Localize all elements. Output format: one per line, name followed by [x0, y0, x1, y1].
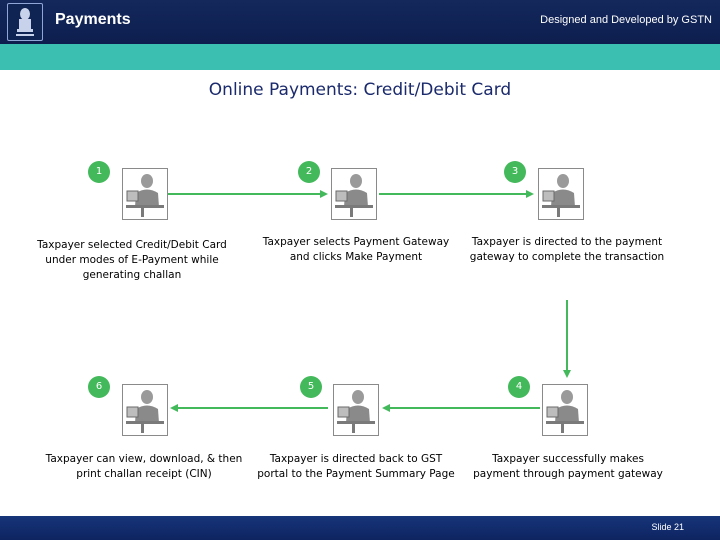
step-1-badge: 1	[88, 161, 110, 183]
step-5-workstation-icon	[333, 384, 379, 436]
step-4-workstation-icon	[542, 384, 588, 436]
step-2-badge: 2	[298, 161, 320, 183]
step-6-caption: Taxpayer can view, download, & then prin…	[45, 453, 243, 480]
accent-band	[0, 44, 720, 70]
header-title: Payments	[55, 11, 131, 28]
footer-bar: Slide 21	[0, 516, 720, 540]
step-6-workstation-icon	[122, 384, 168, 436]
step-2-workstation-icon	[331, 168, 377, 220]
header-credit: Designed and Developed by GSTN	[540, 14, 712, 26]
step-3-caption: Taxpayer is directed to the payment gate…	[469, 236, 665, 263]
national-emblem-icon	[7, 3, 43, 41]
page-title: Online Payments: Credit/Debit Card	[208, 80, 512, 100]
step-3-badge: 3	[504, 161, 526, 183]
step-5-caption: Taxpayer is directed back to GST portal …	[257, 453, 455, 480]
step-4-caption: Taxpayer successfully makes payment thro…	[473, 453, 663, 480]
step-1-workstation-icon	[122, 168, 168, 220]
step-3-workstation-icon	[538, 168, 584, 220]
step-2-caption: Taxpayer selects Payment Gateway and cli…	[262, 236, 450, 263]
step-4-badge: 4	[508, 376, 530, 398]
step-5-badge: 5	[300, 376, 322, 398]
slide-number: Slide 21	[651, 522, 684, 532]
header-bar: Payments Designed and Developed by GSTN	[0, 0, 720, 44]
step-1-caption: Taxpayer selected Credit/Debit Card unde…	[37, 239, 227, 281]
step-6-badge: 6	[88, 376, 110, 398]
